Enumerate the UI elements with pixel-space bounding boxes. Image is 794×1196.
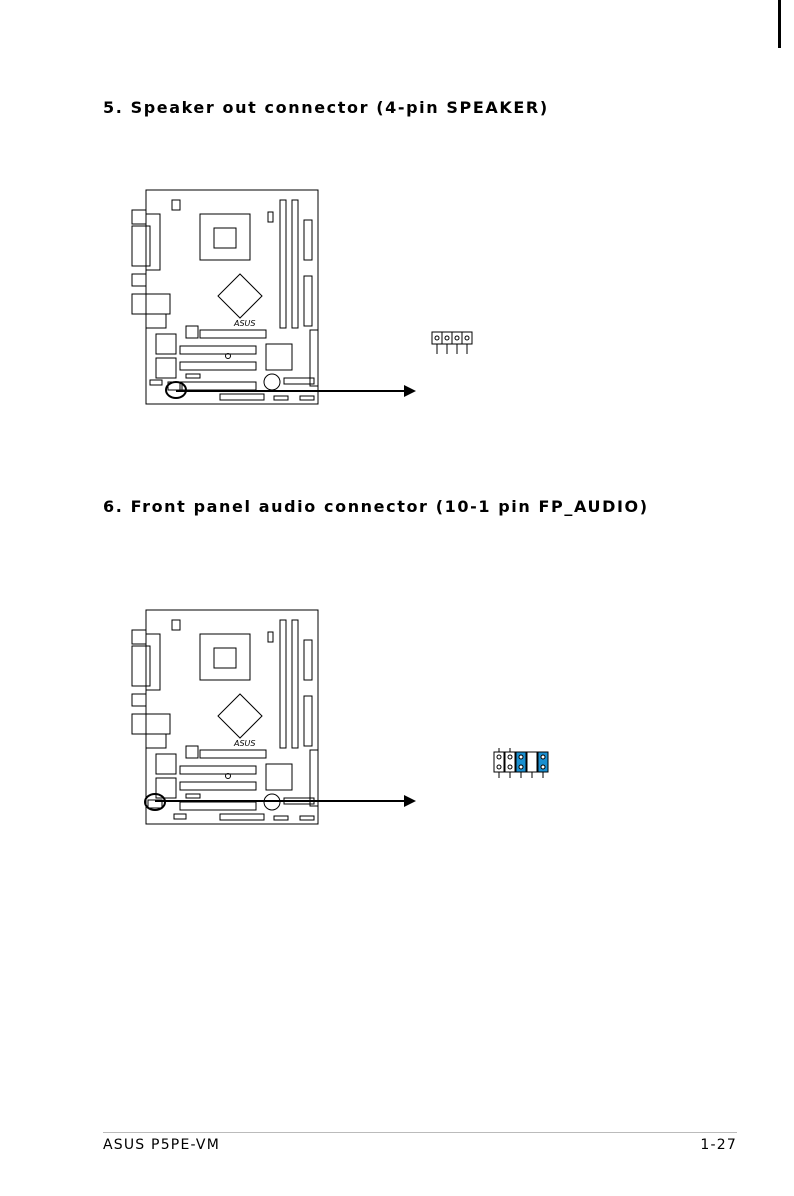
fp-audio-pin-header: [494, 748, 548, 778]
motherboard-layout: [132, 610, 318, 824]
footer-divider: [103, 1132, 737, 1133]
footer-page-number: 1-27: [700, 1137, 737, 1153]
asus-board-logo: ASUS: [233, 739, 255, 748]
footer-product-name: ASUS P5PE-VM: [103, 1137, 220, 1153]
front-panel-audio-diagram: ASUS: [0, 0, 794, 860]
callout-arrowhead: [404, 795, 416, 807]
